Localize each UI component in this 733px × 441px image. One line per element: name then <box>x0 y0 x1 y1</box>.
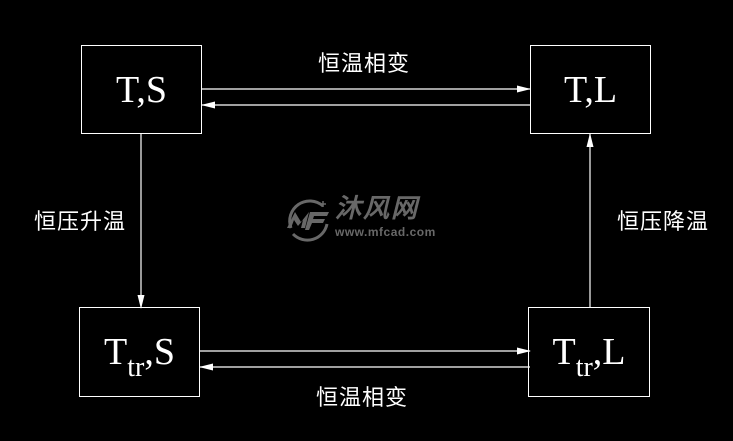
mf-logo-icon <box>287 199 329 242</box>
state-label: T,L <box>563 68 618 111</box>
state-box-t-l: T,L <box>530 45 651 134</box>
watermark-brand: 沐风网 <box>335 194 420 224</box>
state-label: Ttr,L <box>552 331 626 383</box>
state-box-t-s: T,S <box>81 45 202 134</box>
edge-label-bottom: 恒温相变 <box>316 386 409 411</box>
edge-label-right: 恒压降温 <box>617 210 710 235</box>
watermark-url: www.mfcad.com <box>335 225 436 239</box>
state-box-ttr-s: Ttr,S <box>79 307 200 397</box>
state-label: T,S <box>115 68 168 111</box>
edge-label-top: 恒温相变 <box>318 52 411 77</box>
watermark: 沐风网 www.mfcad.com <box>283 196 453 244</box>
state-box-ttr-l: Ttr,L <box>528 307 650 397</box>
state-label: Ttr,S <box>104 331 175 383</box>
edge-label-left: 恒压升温 <box>34 210 127 235</box>
